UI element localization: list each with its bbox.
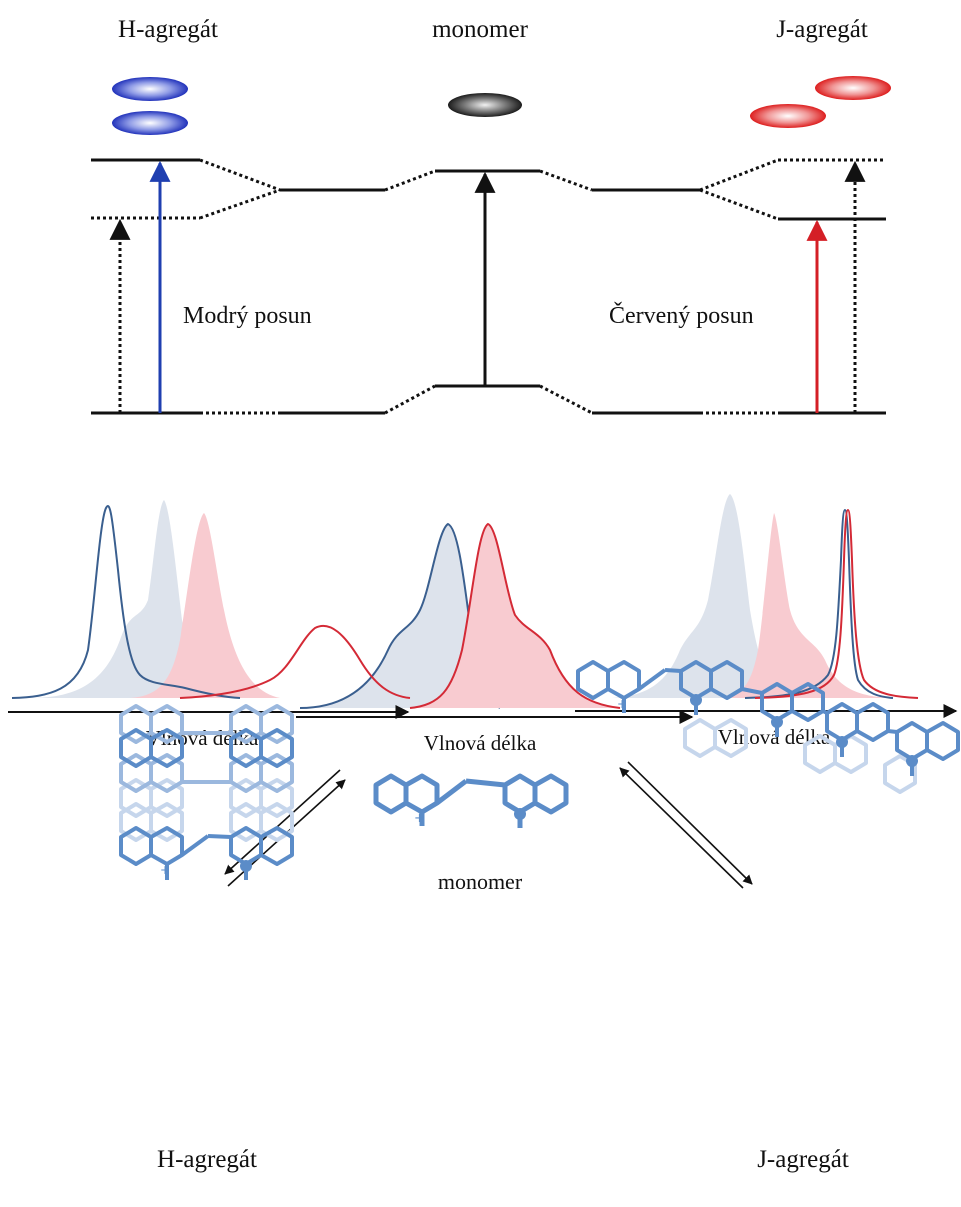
- svg-text:+: +: [160, 863, 170, 877]
- monomer-axis-label: Vlnová délka: [424, 731, 537, 755]
- j-aggregate-molecule-chain: +: [576, 660, 960, 794]
- svg-text:+: +: [414, 811, 425, 826]
- red-shift-label: Červený posun: [609, 302, 754, 329]
- j-aggregate-absorption-curve: [744, 508, 894, 699]
- h-aggregate-blob-top: [112, 77, 188, 101]
- h-aggregate-spectra-panel: Vlnová délka: [8, 500, 411, 750]
- j-aggregate-blob-top: [815, 76, 891, 100]
- monomer-emission-curve: [409, 522, 621, 709]
- j-monomer-absorption-fill: [612, 494, 800, 698]
- monomer-molecule: +: [373, 773, 569, 828]
- j-axis-label: Vlnová délka: [718, 725, 831, 749]
- monomer-molecule-label: monomer: [438, 869, 523, 894]
- h-aggregate-bottom-label: H-agregát: [157, 1146, 257, 1173]
- energy-level-diagram: H-agregát monomer J-agregát: [91, 16, 891, 415]
- dotted-connectors: [91, 158, 886, 415]
- j-aggregate-title: J-agregát: [776, 16, 868, 43]
- j-aggregate-blob-bottom: [750, 104, 826, 128]
- monomer-blob: [448, 93, 522, 117]
- energy-levels: [91, 158, 886, 415]
- h-aggregate-emission-curve: [179, 624, 411, 699]
- h-monomer-emission-fill: [130, 513, 280, 698]
- h-aggregate-absorption-curve: [11, 505, 241, 699]
- j-aggregate-bottom-label: J-agregát: [757, 1146, 849, 1173]
- j-aggregate-emission-curve: [754, 508, 919, 699]
- j-monomer-emission-fill: [720, 513, 890, 698]
- svg-text:+: +: [617, 697, 627, 711]
- h-aggregate-title: H-agregát: [118, 16, 218, 43]
- monomer-absorption-fill: [300, 524, 500, 708]
- h-aggregate-molecule-stack: +: [119, 704, 294, 880]
- monomer-spectra-panel: Vlnová délka: [296, 522, 694, 755]
- j-aggregate-spectra-panel: Vlnová délka: [575, 494, 958, 749]
- monomer-title: monomer: [432, 16, 528, 43]
- h-aggregate-blob-bottom: [112, 111, 188, 135]
- blue-shift-label: Modrý posun: [183, 303, 312, 329]
